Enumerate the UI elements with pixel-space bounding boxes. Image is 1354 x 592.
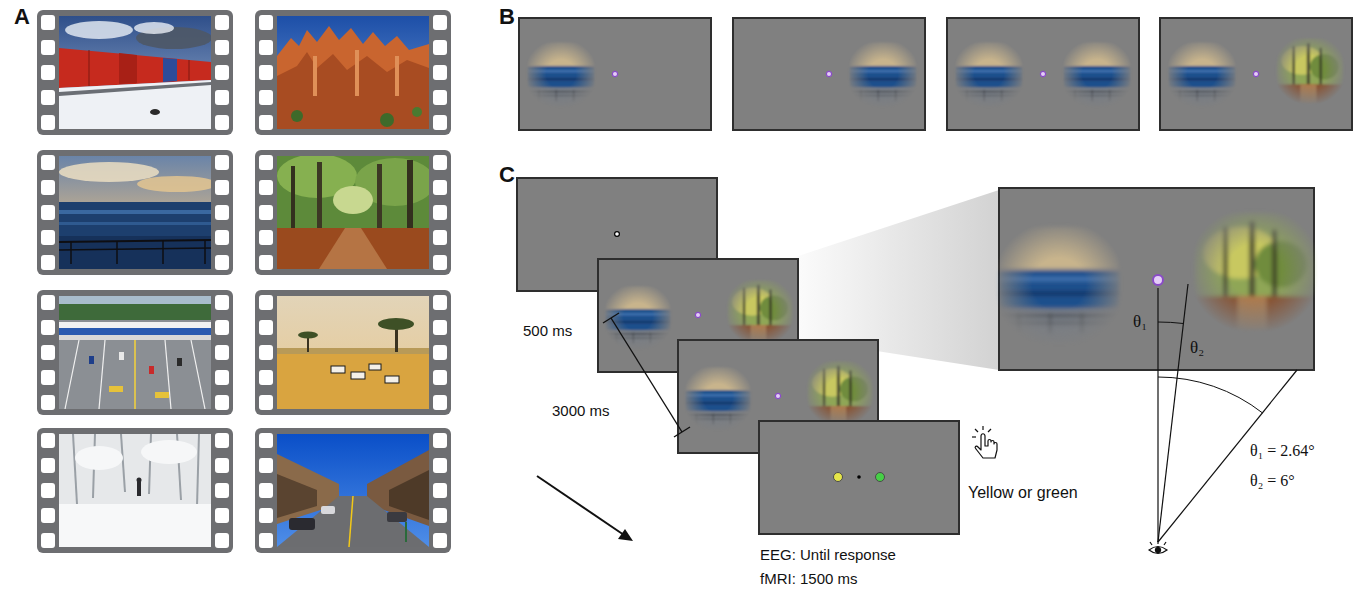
angle-symbol: θ₂ bbox=[1190, 338, 1204, 358]
film-frames bbox=[37, 10, 451, 553]
trial-sequence bbox=[517, 178, 1316, 554]
angle-symbol: θ₁ bbox=[1133, 312, 1147, 332]
panel-letter: A bbox=[14, 4, 30, 29]
duration-label: 3000 ms bbox=[552, 402, 610, 419]
panel-letter: B bbox=[499, 4, 515, 29]
stimulus-screens bbox=[519, 18, 1352, 130]
panel-letter: C bbox=[499, 162, 515, 187]
angle-value: θ₁ = 2.64° bbox=[1250, 442, 1315, 460]
angle-value: θ₂ = 6° bbox=[1250, 472, 1295, 490]
response-note: EEG: Until response bbox=[760, 546, 896, 563]
response-label: Yellow or green bbox=[968, 484, 1078, 502]
duration-label: 500 ms bbox=[523, 322, 572, 339]
response-note: fMRI: 1500 ms bbox=[760, 570, 858, 587]
